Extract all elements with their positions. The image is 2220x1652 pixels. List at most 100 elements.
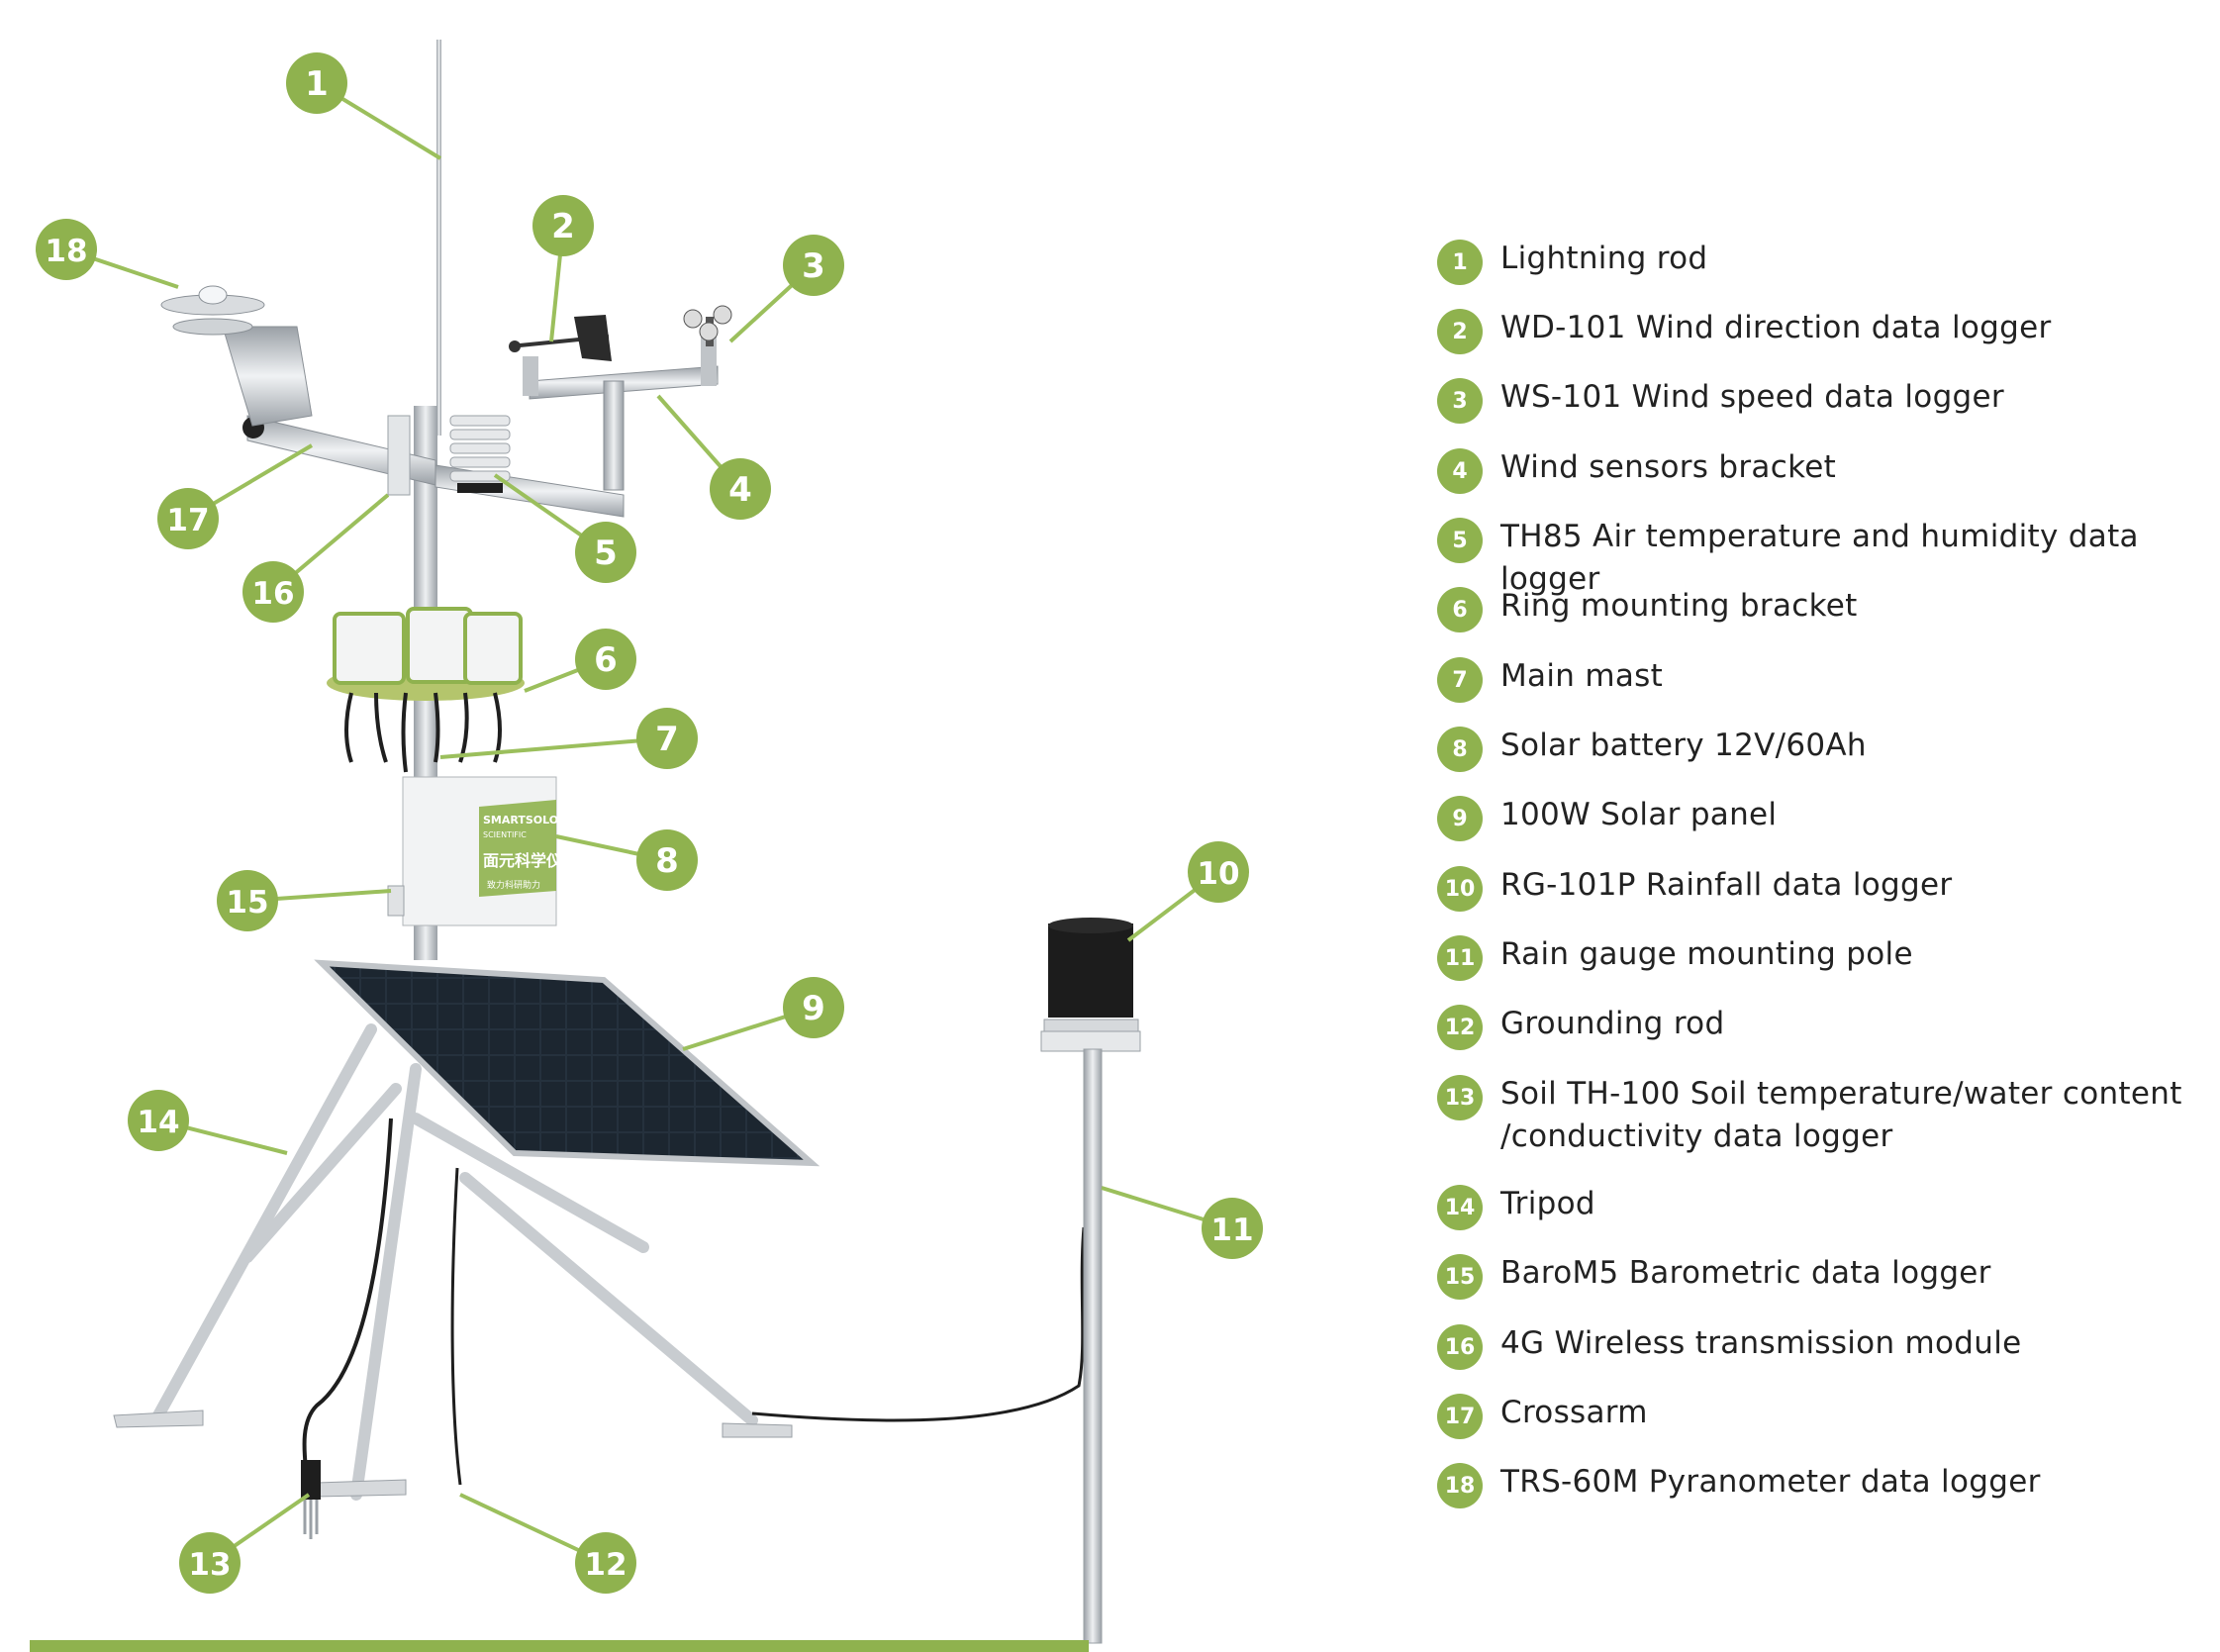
legend-badge: 2 (1437, 309, 1483, 354)
ring-mounting-bracket (327, 607, 525, 773)
legend-badge: 18 (1437, 1463, 1483, 1508)
anemometer (683, 305, 732, 346)
legend-item-3: 3 WS-101 Wind speed data logger (1437, 376, 2004, 424)
soil-cable (302, 1118, 393, 1486)
callout-10: 10 (1188, 841, 1249, 903)
legend-label: Solar battery 12V/60Ah (1500, 728, 1867, 763)
callout-number: 3 (802, 246, 825, 286)
legend-badge: 6 (1437, 587, 1483, 632)
enclosure-tagline: 致力科研助力 (487, 879, 540, 891)
callout-number: 1 (305, 64, 329, 104)
legend-badge: 3 (1437, 378, 1483, 424)
callout-11: 11 (1202, 1198, 1263, 1259)
callout-badge (217, 870, 278, 931)
callout-1: 1 (286, 52, 347, 114)
callout-badge (575, 1532, 636, 1594)
bottom-accent-bar (30, 1640, 1089, 1652)
legend-item-13: 13 Soil TH-100 Soil temperature/water co… (1437, 1073, 2182, 1158)
callout-leader-7 (439, 736, 668, 759)
legend-item-9: 9 100W Solar panel (1437, 794, 1777, 841)
lightning-rod (436, 40, 441, 436)
legend-label: Tripod (1500, 1186, 1595, 1221)
callout-badge (636, 829, 698, 891)
legend-label: 4G Wireless transmission module (1500, 1325, 2022, 1361)
legend-badge: 8 (1437, 727, 1483, 772)
callout-number: 15 (226, 885, 268, 921)
legend-label: Ring mounting bracket (1500, 588, 1858, 624)
callout-number: 5 (594, 534, 618, 573)
callout-badge (242, 561, 304, 623)
legend-label: Lightning rod (1500, 241, 1708, 276)
legend-item-6: 6 Ring mounting bracket (1437, 585, 1858, 632)
callout-badge (128, 1090, 189, 1151)
callout-6: 6 (575, 629, 636, 690)
callout-number: 11 (1210, 1213, 1253, 1248)
rain-gauge (1040, 918, 1141, 1052)
legend-badge: 7 (1437, 657, 1483, 703)
legend-label: RG-101P Rainfall data logger (1500, 867, 1953, 903)
callout-16: 16 (242, 561, 304, 623)
legend-badge: 17 (1437, 1394, 1483, 1439)
ground-cable (450, 1167, 462, 1486)
legend-item-14: 14 Tripod (1437, 1183, 1595, 1230)
callout-badge (286, 52, 347, 114)
legend-badge: 11 (1437, 935, 1483, 981)
callout-15: 15 (217, 870, 278, 931)
legend-item-17: 17 Crossarm (1437, 1392, 1648, 1439)
enclosure-brand-sub: SCIENTIFIC (483, 830, 527, 839)
tripod-feet (113, 1409, 793, 1498)
callout-badge (575, 522, 636, 583)
callout-badge (157, 488, 219, 549)
callout-number: 9 (802, 989, 825, 1028)
soil-sensor (301, 1460, 321, 1539)
tripod (152, 1023, 758, 1501)
legend-item-12: 12 Grounding rod (1437, 1003, 1724, 1050)
legend-item-8: 8 Solar battery 12V/60Ah (1437, 725, 1867, 772)
enclosure-brand: SMARTSOLO (483, 814, 558, 826)
callout-badge (36, 219, 97, 280)
battery-enclosure: SMARTSOLO SCIENTIFIC 面元科学仪器 致力科研助力 (387, 776, 579, 926)
legend-item-10: 10 RG-101P Rainfall data logger (1437, 864, 1952, 912)
legend-label: Grounding rod (1500, 1006, 1725, 1041)
callout-number: 16 (251, 576, 294, 612)
callout-badge (575, 629, 636, 690)
legend-badge: 1 (1437, 240, 1483, 285)
legend-item-16: 16 4G Wireless transmission module (1437, 1322, 2022, 1370)
callout-number: 14 (137, 1105, 179, 1140)
legend-label: 100W Solar panel (1500, 797, 1778, 832)
legend-badge: 16 (1437, 1324, 1483, 1370)
callout-number: 2 (551, 207, 575, 246)
legend-badge: 14 (1437, 1185, 1483, 1230)
callout-number: 10 (1197, 856, 1239, 892)
callout-badge (710, 458, 771, 520)
callout-14: 14 (128, 1090, 189, 1151)
callout-number: 12 (584, 1547, 627, 1583)
callout-13: 13 (179, 1532, 241, 1594)
pyranometer (160, 285, 313, 427)
callout-badge (783, 977, 844, 1038)
callout-12: 12 (575, 1532, 636, 1594)
enclosure-chinese: 面元科学仪器 (483, 851, 579, 870)
callout-number: 17 (166, 503, 209, 538)
callout-2: 2 (532, 195, 594, 256)
legend-item-15: 15 BaroM5 Barometric data logger (1437, 1252, 1991, 1300)
legend-item-18: 18 TRS-60M Pyranometer data logger (1437, 1461, 2041, 1508)
callout-3: 3 (783, 235, 844, 296)
callout-badge (783, 235, 844, 296)
rain-gauge-pole (1083, 1048, 1103, 1644)
legend-item-2: 2 WD-101 Wind direction data logger (1437, 307, 2052, 354)
callout-number: 7 (655, 720, 679, 759)
legend-label: TRS-60M Pyranometer data logger (1500, 1464, 2041, 1500)
legend-label: Main mast (1500, 658, 1664, 694)
legend-label: TH85 Air temperature and humidity data l… (1500, 519, 2139, 597)
wind-sensors-bracket (523, 337, 719, 491)
legend-badge: 15 (1437, 1254, 1483, 1300)
callout-number: 4 (728, 470, 752, 510)
legend-badge: 5 (1437, 518, 1483, 563)
legend-label: WS-101 Wind speed data logger (1500, 379, 2004, 415)
callout-badge (532, 195, 594, 256)
legend-label: BaroM5 Barometric data logger (1500, 1255, 1991, 1291)
callout-9: 9 (783, 977, 844, 1038)
